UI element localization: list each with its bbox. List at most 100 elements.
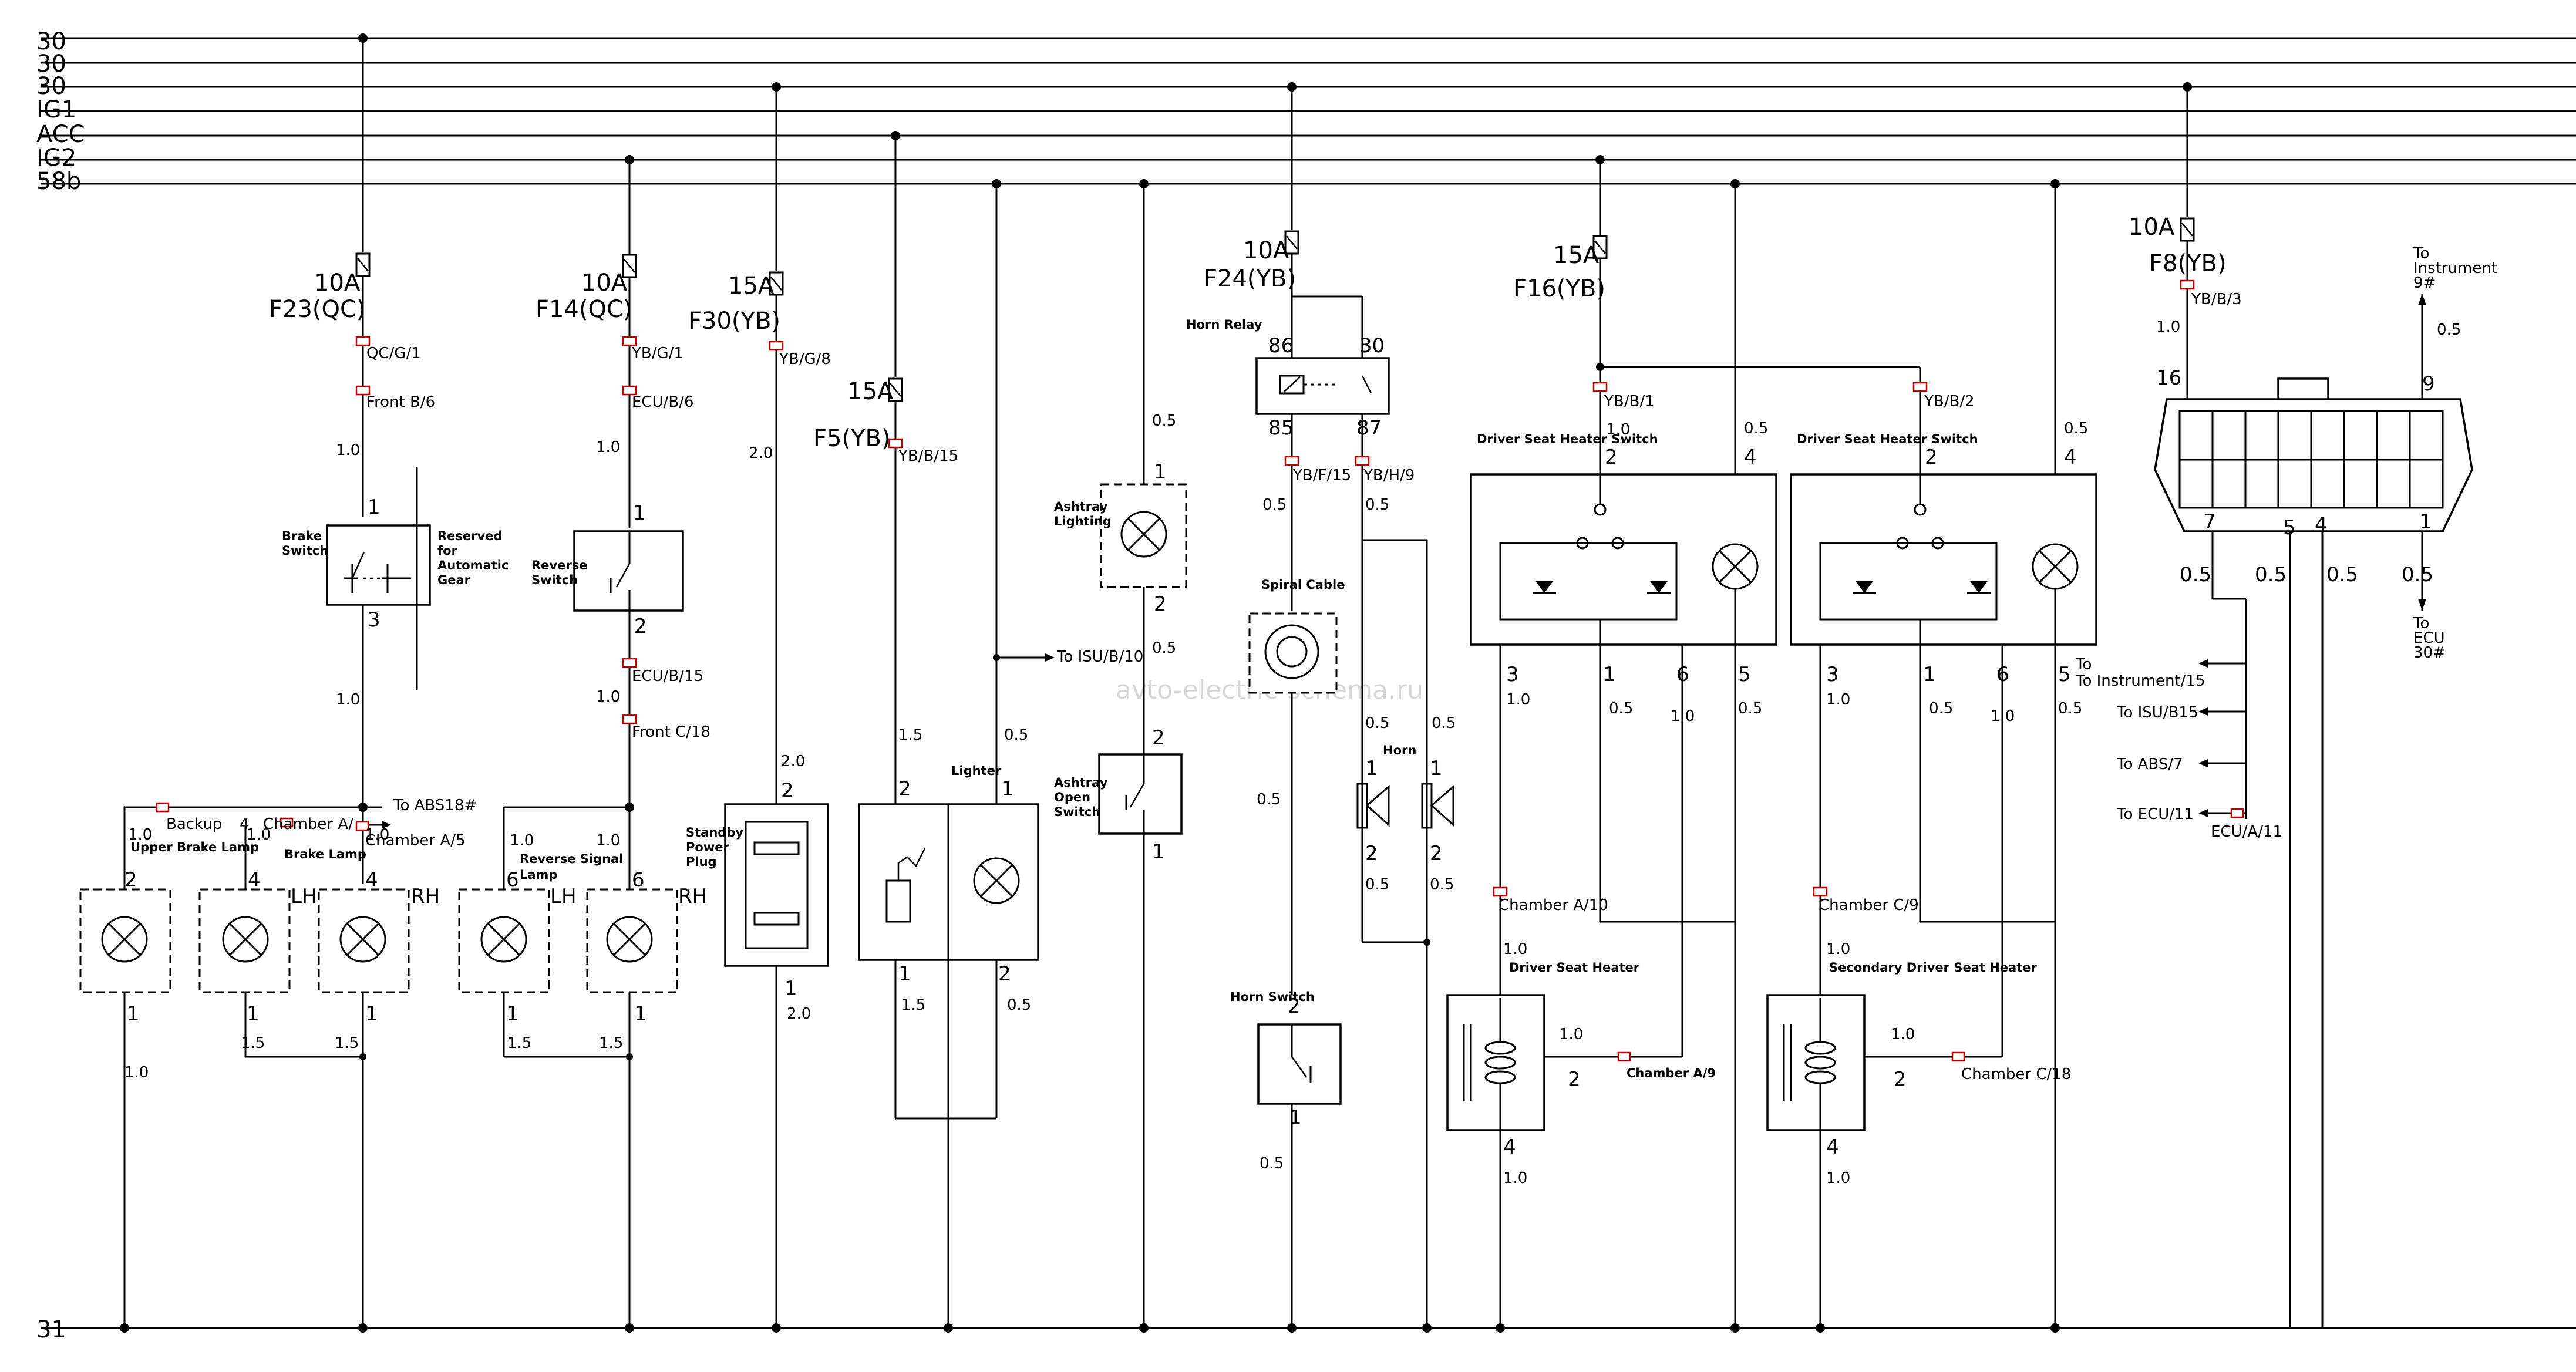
svg-text:1: 1 [1603,663,1616,686]
fuse-f24-rating: 10A [1243,237,1289,264]
svg-text:3: 3 [368,608,380,632]
svg-text:0.5: 0.5 [1432,714,1456,732]
svg-text:0.5: 0.5 [1152,412,1176,430]
svg-text:6: 6 [632,868,645,892]
label-driver-seat-heater: Driver Seat Heater [1509,960,1640,975]
conn-yb-b-3: YB/B/3 [2191,291,2242,308]
label-rh-1: RH [411,885,440,908]
lighter-circuit: 15A F5(YB) YB/B/15 1.5 2 To ISU/B/10 0.5… [813,131,1143,1333]
label-standby-power-plug: Standby [686,825,743,840]
svg-text:2: 2 [1925,446,1938,469]
label-driver-seat-heater-switch-2: Driver Seat Heater Switch [1797,432,1978,446]
svg-text:2.0: 2.0 [781,753,805,770]
conn-ecu-a-11: ECU/A/11 [2211,823,2282,841]
svg-text:1: 1 [1001,777,1014,801]
svg-text:16: 16 [2156,366,2181,390]
label-horn-switch: Horn Switch [1230,990,1315,1004]
label-upper-brake-lamp: Upper Brake Lamp [130,840,259,854]
conn-qc-g-1: QC/G/1 [366,345,421,362]
svg-text:1: 1 [127,1002,140,1026]
svg-text:9: 9 [2422,372,2435,396]
svg-text:4: 4 [240,815,250,833]
svg-text:4: 4 [1503,1135,1516,1159]
svg-text:for: for [437,544,458,558]
label-to-isu-b15: To ISU/B15 [2116,704,2198,722]
svg-text:0.5: 0.5 [1260,1155,1284,1172]
svg-text:1: 1 [784,977,797,1000]
svg-text:0.5: 0.5 [1744,420,1768,437]
conn-yb-h-9: YB/H/9 [1363,467,1415,484]
svg-text:Switch: Switch [1054,805,1100,819]
svg-text:2: 2 [1568,1068,1581,1091]
svg-text:0.5: 0.5 [1430,876,1454,894]
bus-labels: 30 30 30 IG1 ACC IG2 58b 31 [36,28,85,1343]
svg-text:Switch: Switch [282,544,328,558]
label-to-ecu-30: 30# [2413,644,2446,662]
reverse-circuit: 10A F14(QC) YB/G/1 ECU/B/6 1.0 1 2 Rever… [458,155,710,1333]
svg-text:1.5: 1.5 [335,1034,359,1052]
conn-yb-f-15: YB/F/15 [1292,467,1351,484]
label-to-isu-b10: To ISU/B/10 [1056,648,1143,666]
svg-text:0.5: 0.5 [1929,700,1953,717]
conn-chamber-c18: Chamber C/18 [1961,1066,2071,1083]
fuse-f16-rating: 15A [1553,242,1600,269]
bus-label-acc: ACC [36,121,85,148]
svg-text:0.5: 0.5 [2064,420,2088,437]
svg-text:1.0: 1.0 [128,826,152,844]
svg-text:2: 2 [1605,446,1618,469]
svg-text:1.0: 1.0 [596,439,620,456]
svg-text:1: 1 [1289,1106,1302,1130]
svg-text:0.5: 0.5 [1609,700,1633,717]
label-horn: Horn [1383,743,1416,757]
svg-text:Open: Open [1054,790,1090,804]
svg-text:1.0: 1.0 [336,441,360,459]
fuse-f24-name: F24(YB) [1204,265,1296,292]
label-lh-2: LH [550,885,577,908]
bus-label-30a: 30 [36,28,66,55]
conn-backup: Backup [166,815,222,833]
label-ashtray-lighting: Ashtray [1054,500,1108,514]
svg-text:0.5: 0.5 [1738,700,1762,717]
svg-text:2: 2 [1288,995,1301,1018]
label-to-instrument-9: Instrument [2413,259,2497,277]
label-ashtray-open-switch: Ashtray [1054,776,1108,790]
svg-text:0.5: 0.5 [2437,321,2461,339]
svg-text:Lighting: Lighting [1054,514,1112,528]
svg-text:1.0: 1.0 [1559,1026,1583,1043]
svg-text:1: 1 [634,1002,647,1026]
svg-text:0.5: 0.5 [1152,639,1176,657]
fuse-f23-rating: 10A [314,269,361,296]
fuse-f30-name: F30(YB) [688,308,780,335]
svg-text:1: 1 [365,1002,378,1026]
svg-text:1: 1 [247,1002,260,1026]
horn-circuit: 10A F24(YB) Horn Relay 86 30 85 87 YB/F/… [1186,82,1456,1333]
label-horn-relay: Horn Relay [1186,318,1262,332]
svg-text:2.0: 2.0 [749,444,773,462]
svg-text:0.5: 0.5 [2326,563,2358,586]
svg-text:Lamp: Lamp [520,868,557,882]
conn-yb-g-1: YB/G/1 [631,345,683,362]
conn-ecu-b-15: ECU/B/15 [632,668,703,685]
svg-text:87: 87 [1356,416,1382,440]
obd-pin-grid [2178,410,2444,509]
svg-text:0.5: 0.5 [1365,496,1389,514]
svg-text:1.0: 1.0 [247,826,271,844]
fuse-f8-rating: 10A [2129,214,2175,241]
conn-chamber-a9: Chamber A/9 [1627,1066,1716,1080]
svg-text:1.5: 1.5 [901,996,925,1014]
bus-label-ig1: IG1 [36,96,76,123]
bus-label-58b: 58b [36,168,81,195]
bus-lines [41,37,2576,1329]
svg-text:Plug: Plug [686,855,717,869]
svg-text:1.0: 1.0 [1826,1169,1850,1187]
svg-text:6: 6 [506,868,519,892]
svg-text:2: 2 [898,777,911,801]
svg-text:86: 86 [1268,334,1294,358]
svg-text:5: 5 [2283,516,2296,540]
svg-text:0.5: 0.5 [2255,563,2287,586]
svg-text:1.5: 1.5 [898,726,922,744]
fuse-f5-rating: 15A [847,378,894,405]
svg-text:1: 1 [506,1002,519,1026]
fuse-f14-rating: 10A [581,269,628,296]
svg-text:ECU: ECU [2413,629,2445,647]
